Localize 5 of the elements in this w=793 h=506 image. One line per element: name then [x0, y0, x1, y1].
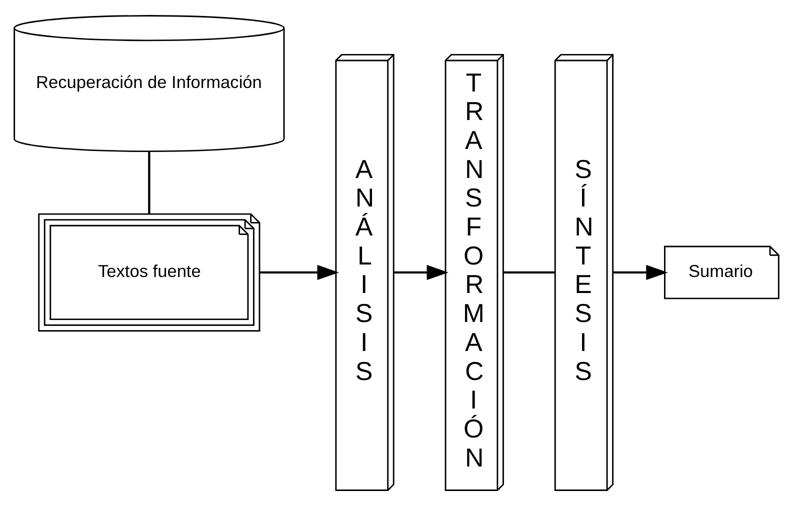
arrow	[613, 264, 668, 280]
connector	[503, 271, 555, 274]
arrow	[394, 264, 448, 280]
connector	[148, 152, 150, 214]
arrow	[260, 264, 339, 280]
